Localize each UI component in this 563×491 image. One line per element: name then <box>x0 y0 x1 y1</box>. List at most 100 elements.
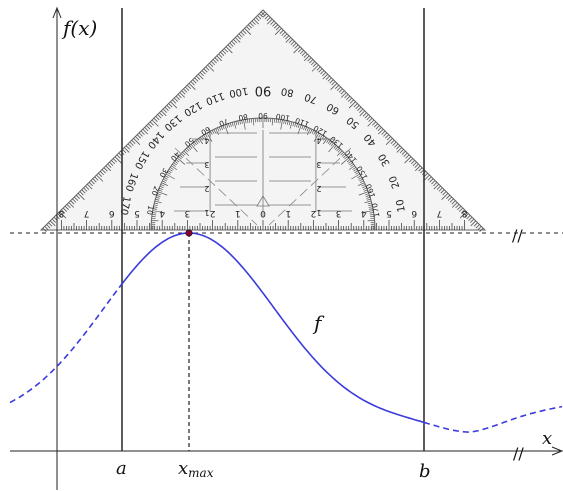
edge-tick <box>359 110 366 117</box>
edge-tick <box>177 94 182 99</box>
edge-tick <box>236 35 241 40</box>
protractor-tick <box>171 165 178 171</box>
protractor-tick <box>279 119 281 124</box>
protractor-tick <box>297 124 302 135</box>
edge-tick <box>336 86 341 91</box>
grid-left-number: 2 <box>204 184 209 193</box>
protractor-tick <box>220 126 223 130</box>
protractor-outer-number: 60 <box>325 100 342 116</box>
edge-tick <box>477 226 482 231</box>
edge-tick <box>473 222 478 227</box>
x-axis-arrow <box>551 446 563 456</box>
protractor-tick <box>152 214 157 216</box>
protractor-tick <box>196 139 200 143</box>
edge-tick <box>322 72 327 77</box>
protractor-tick <box>369 214 374 216</box>
edge-tick <box>242 29 247 34</box>
edge-tick <box>227 44 232 49</box>
grid-right-number: 3 <box>316 160 321 169</box>
edge-tick <box>259 13 264 18</box>
label-xmax: xmax <box>178 458 214 480</box>
protractor-tick <box>190 143 198 153</box>
protractor-tick <box>165 173 175 180</box>
diagonal-right <box>268 147 352 226</box>
edge-tick <box>210 61 216 66</box>
edge-tick <box>307 57 312 62</box>
edge-tick <box>372 121 377 126</box>
protractor-tick <box>158 189 163 192</box>
protractor-tick <box>344 156 348 160</box>
x-axis-label: x <box>542 428 552 449</box>
edge-tick <box>281 31 286 36</box>
tangent-break-mark: // <box>512 226 523 245</box>
edge-tick <box>405 154 410 159</box>
edge-tick <box>341 92 347 98</box>
edge-tick <box>292 42 297 47</box>
edge-tick <box>246 26 251 31</box>
protractor-tick <box>183 150 190 157</box>
protractor-tick <box>160 184 165 187</box>
protractor-tick <box>237 120 240 125</box>
edge-tick <box>359 108 364 113</box>
protractor-tick <box>159 187 163 190</box>
edge-tick <box>51 218 56 223</box>
protractor-tick <box>343 154 347 158</box>
protractor-inner-number: 170 <box>370 202 381 218</box>
protractor-tick <box>365 193 370 196</box>
edge-tick <box>183 88 188 93</box>
protractor-tick <box>349 162 353 166</box>
edge-tick <box>92 178 97 183</box>
curve-label: f <box>312 311 325 335</box>
protractor-tick <box>357 175 362 178</box>
protractor-tick <box>163 177 168 180</box>
protractor-tick <box>245 119 247 124</box>
protractor-tick <box>163 178 167 182</box>
protractor-tick <box>229 122 232 127</box>
ruler-right-number: 2 <box>311 208 317 218</box>
curve-solid <box>121 232 425 424</box>
protractor-tick <box>288 121 291 126</box>
edge-tick <box>468 216 473 221</box>
protractor-tick <box>354 170 359 174</box>
protractor-tick <box>365 195 370 197</box>
edge-tick <box>129 141 134 146</box>
protractor-tick <box>179 154 183 158</box>
label-b: b <box>419 461 431 482</box>
edge-tick <box>373 123 378 128</box>
protractor-tick <box>285 120 287 125</box>
protractor-tick <box>154 200 162 204</box>
protractor-outer-number: 20 <box>388 174 403 190</box>
edge-tick <box>257 15 262 20</box>
edge-tick <box>175 95 180 100</box>
edge-tick <box>459 211 467 219</box>
edge-tick <box>66 204 71 209</box>
edge-tick <box>57 213 62 218</box>
maximum-point <box>185 229 193 237</box>
protractor-tick <box>215 128 219 135</box>
protractor-inner-number: 30 <box>157 166 170 179</box>
edge-tick <box>381 130 386 135</box>
edge-tick <box>293 46 301 54</box>
protractor-tick <box>186 147 190 152</box>
protractor-tick <box>173 162 177 166</box>
grid-right-number: 4 <box>316 136 321 145</box>
curve-dashed-right <box>423 405 563 434</box>
set-square: 8765432112345678017016015014013012011010… <box>39 9 487 232</box>
protractor-tick <box>367 219 375 222</box>
edge-tick <box>344 94 349 99</box>
edge-tick <box>168 103 173 108</box>
protractor-tick <box>327 140 331 144</box>
edge-tick <box>270 20 275 25</box>
edge-tick <box>170 101 178 109</box>
edge-tick <box>283 33 288 38</box>
edge-tick <box>368 117 373 122</box>
edge-tick <box>153 117 158 122</box>
grid-right-number: 1 <box>316 208 321 217</box>
protractor-tick <box>155 198 160 201</box>
edge-tick <box>107 163 112 168</box>
protractor-tick <box>296 123 298 128</box>
edge-tick <box>203 68 208 73</box>
edge-tick <box>188 83 196 90</box>
edge-tick <box>261 11 266 16</box>
